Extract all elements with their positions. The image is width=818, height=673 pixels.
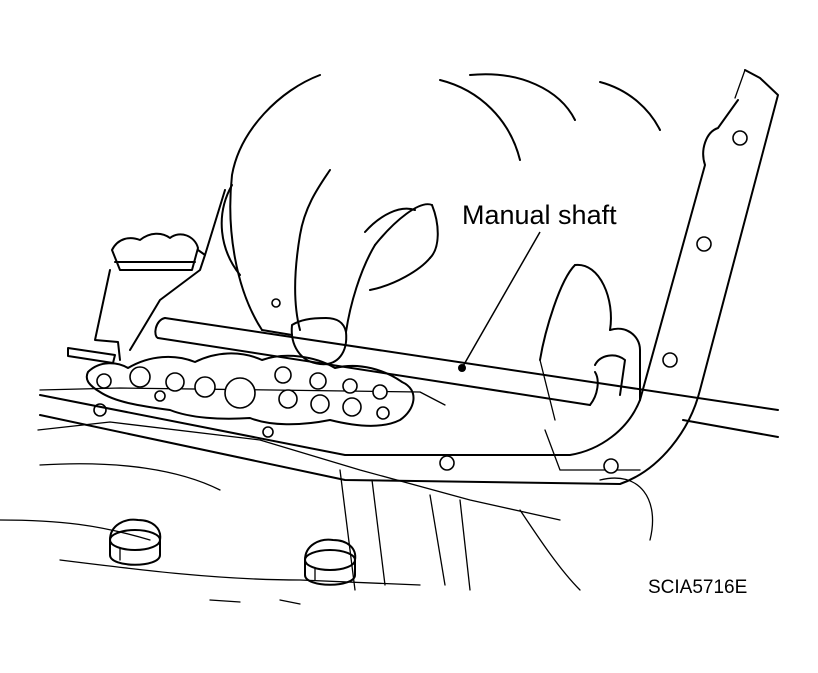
separator-plate bbox=[85, 352, 415, 438]
case-interior bbox=[539, 263, 641, 421]
bolt-right bbox=[304, 538, 357, 586]
oil-pan-flange bbox=[39, 69, 779, 485]
transmission-case bbox=[0, 387, 654, 605]
manual-shaft bbox=[154, 317, 779, 438]
figure-code: SCIA5716E bbox=[648, 577, 748, 598]
bolt-left bbox=[109, 518, 162, 566]
manual-shaft-label: Manual shaft bbox=[462, 200, 617, 230]
connector-bracket bbox=[67, 189, 226, 364]
callout-leader bbox=[458, 231, 541, 372]
hand bbox=[220, 73, 661, 366]
